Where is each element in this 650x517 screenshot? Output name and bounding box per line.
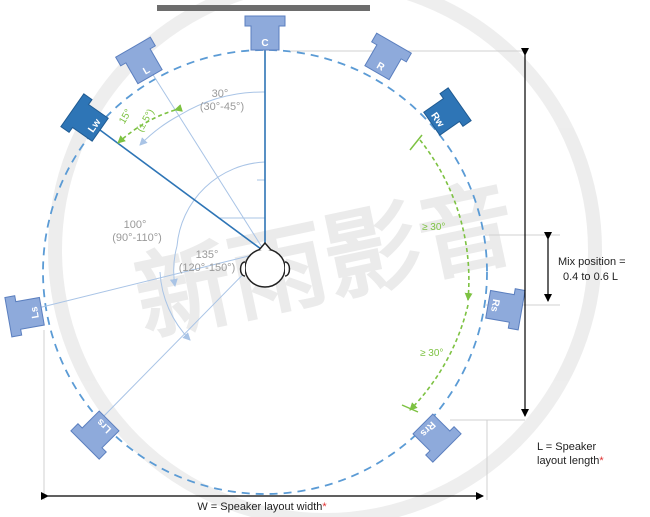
- side-range-label: (90°-110°): [112, 232, 162, 244]
- rear-angle-label: 135°: [196, 249, 219, 261]
- speaker-l-label: L: [141, 65, 152, 78]
- speaker-rrs: Rrs: [412, 413, 462, 463]
- screen-bar: [157, 5, 370, 11]
- length-label-line1: L = Speaker: [537, 441, 597, 453]
- speaker-ls: Ls: [4, 295, 45, 338]
- front-range-label: (30°-45°): [200, 101, 244, 113]
- speaker-rs: Rs: [485, 288, 526, 331]
- rrs-tick: [401, 404, 419, 413]
- right-lower-angle-label: ≥ 30°: [420, 348, 443, 359]
- mix-position-value: 0.4 to 0.6 L: [563, 271, 618, 283]
- wide-angle-label: 15°: [117, 107, 134, 126]
- listening-circle: [42, 49, 488, 495]
- speaker-lw: Lw: [60, 93, 109, 142]
- listener-head-icon: [239, 241, 291, 288]
- speaker-ls-label: Ls: [29, 305, 42, 319]
- length-dimension: [521, 48, 552, 417]
- green-arcs: [117, 104, 473, 411]
- front-angle-label: 30°: [212, 88, 229, 100]
- speaker-rs-label: Rs: [488, 298, 501, 313]
- rw-tick: [409, 134, 423, 151]
- side-angle-label: 100°: [124, 219, 147, 231]
- speaker-c: C: [244, 15, 286, 51]
- speaker-l: L: [114, 36, 163, 85]
- speaker-r: R: [364, 32, 413, 81]
- rear-range-label: (120°-150°): [179, 262, 236, 274]
- width-label: W = Speaker layout width*: [197, 501, 327, 513]
- wide-range-label: (± 5°): [135, 107, 157, 134]
- main-lines: [99, 48, 266, 253]
- right-upper-angle-label: ≥ 30°: [422, 222, 445, 233]
- mix-position-label: Mix position =: [558, 256, 626, 268]
- speaker-c-label: C: [261, 38, 268, 49]
- speaker-lrs: Lrs: [70, 410, 120, 460]
- length-label-line2: layout length*: [537, 455, 604, 467]
- speaker-rw: Rw: [423, 87, 472, 136]
